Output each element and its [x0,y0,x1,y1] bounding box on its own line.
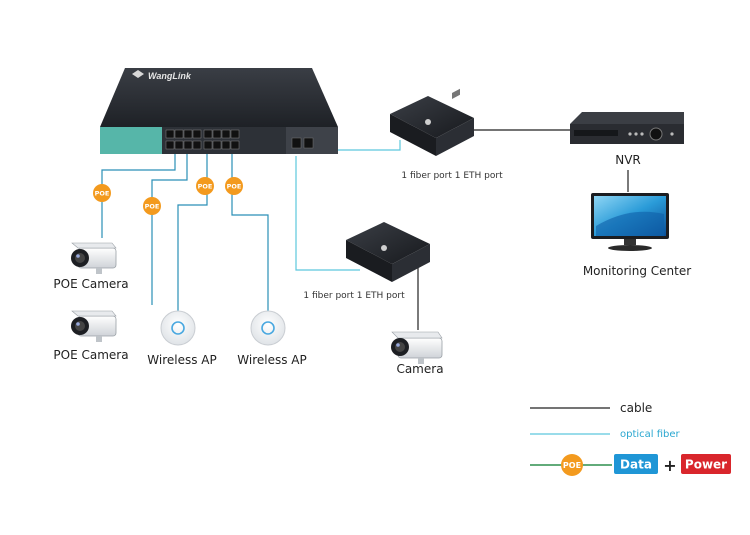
brand-logo: WangLink [132,70,192,81]
legend: cable optical fiber POE Data + Power [530,401,731,476]
poe-camera-1-label: POE Camera [53,277,128,291]
monitor-icon [591,193,669,251]
fiber-switch-to-bottom-converter [295,156,360,271]
poe-camera-2-icon [71,310,117,342]
wireless-ap-1-label: Wireless AP [147,353,216,367]
brand-text: WangLink [148,71,192,81]
legend-power-badge: Power [681,454,731,474]
svg-text:POE: POE [95,190,110,198]
svg-text:POE: POE [198,183,213,191]
poe-badge-1: POE [93,184,111,202]
poe-line-camera-2 [151,150,188,305]
svg-text:Data: Data [620,458,652,472]
poe-badge-3: POE [196,177,214,195]
wireless-ap-1-icon [160,310,196,346]
legend-cable-label: cable [620,401,652,415]
media-converter-top [390,88,474,156]
poe-badge-4: POE [225,177,243,195]
nvr-device [570,112,684,144]
connection-lines [101,129,629,330]
wireless-ap-2-icon [250,310,286,346]
fiber-switch-to-top-converter [320,140,401,151]
poe-switch: WangLink [100,68,338,154]
poe-line-camera-1 [101,150,176,238]
poe-camera-1-icon [71,242,117,274]
camera-icon [391,331,443,364]
poe-line-ap-2 [231,150,269,312]
svg-text:POE: POE [145,203,160,211]
legend-fiber-label: optical fiber [620,429,681,440]
svg-text:Power: Power [685,458,727,472]
wireless-ap-2-label: Wireless AP [237,353,306,367]
poe-line-ap-1 [177,150,208,312]
poe-badge-2: POE [143,197,161,215]
converter-top-label: 1 fiber port 1 ETH port [401,171,503,181]
camera-label: Camera [396,362,443,376]
poe-camera-2-label: POE Camera [53,348,128,362]
media-converter-bottom [346,222,430,282]
svg-text:POE: POE [563,461,581,470]
converter-bottom-label: 1 fiber port 1 ETH port [303,291,405,301]
monitoring-center-label: Monitoring Center [583,264,691,278]
legend-poe-badge: POE [561,454,583,476]
svg-text:POE: POE [227,183,242,191]
legend-plus: + [663,456,676,475]
nvr-label: NVR [615,153,641,167]
legend-data-badge: Data [614,454,658,474]
